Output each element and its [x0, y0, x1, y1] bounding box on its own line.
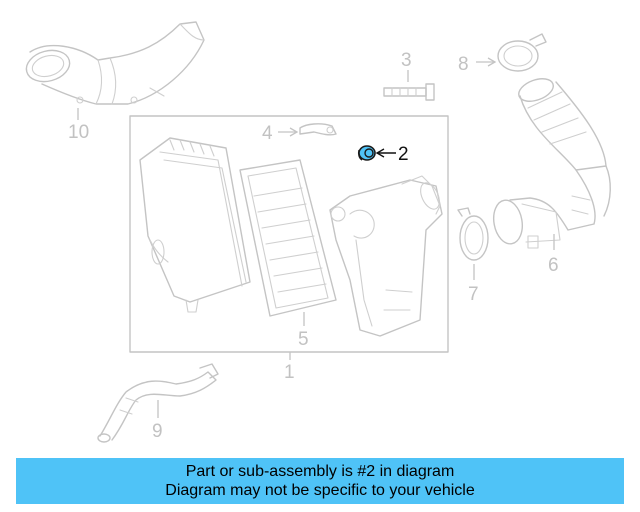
- lower-housing: [139, 137, 251, 313]
- callout-6: 6: [548, 255, 559, 276]
- banner-line-2: Diagram may not be specific to your vehi…: [165, 482, 475, 499]
- callout-5: 5: [298, 329, 309, 350]
- callout-1: 1: [284, 362, 295, 383]
- callout-10: 10: [68, 122, 89, 143]
- info-banner: Part or sub-assembly is #2 in diagram Di…: [16, 458, 624, 504]
- clamp-part-7: [457, 207, 489, 261]
- callout-7: 7: [468, 284, 479, 305]
- intake-duct-part-10: [25, 21, 205, 105]
- callout-2: 2: [398, 144, 409, 165]
- callout-9: 9: [152, 421, 163, 442]
- outlet-hose-part-6: [492, 78, 611, 249]
- hose-clip-part-4: [299, 123, 337, 136]
- grommet-part-2: [357, 145, 376, 161]
- clamp-part-8: [497, 33, 547, 72]
- callout-8: 8: [458, 54, 469, 75]
- callout-4: 4: [262, 123, 273, 144]
- air-cleaner-assembly-box: [129, 115, 449, 353]
- air-filter-part-5: [239, 159, 337, 317]
- parts-diagram: 10 3 8 6 7 1: [25, 21, 611, 443]
- banner-line-1: Part or sub-assembly is #2 in diagram: [185, 463, 455, 480]
- callout-3: 3: [401, 50, 412, 71]
- breather-hose-part-9: [97, 363, 219, 443]
- upper-housing-cover: [329, 175, 443, 337]
- bolt-part-3: [383, 83, 435, 101]
